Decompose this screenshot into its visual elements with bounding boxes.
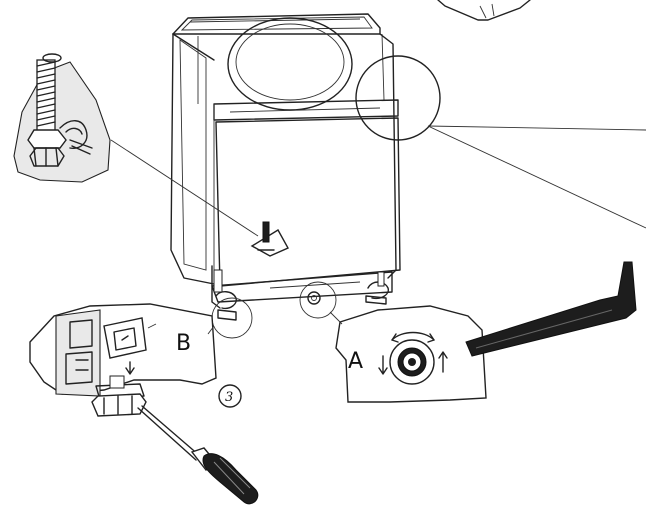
cropped-box-top-right (437, 0, 531, 21)
rotation-arrows-icon (378, 331, 448, 385)
allen-key-icon (465, 261, 637, 357)
callout-label-a: A (348, 349, 363, 374)
callout-circle-a-source (299, 281, 337, 319)
leader-line-a (329, 311, 343, 325)
leader-line-b (207, 325, 215, 335)
leader-line-screw (110, 139, 259, 237)
detail-panel-b: B (29, 303, 217, 417)
center-adjuster (307, 291, 321, 305)
front-adjuster-screw (250, 221, 289, 257)
adjustable-foot-detail (13, 53, 111, 183)
detail-circle-top (355, 55, 646, 229)
callout-label-b: B (176, 331, 191, 356)
rear-foot-left (211, 265, 237, 321)
dishwasher-appliance (170, 13, 401, 303)
step-number-badge: 3 (218, 384, 242, 408)
detail-panel-a: A (335, 305, 487, 403)
adjustable-foot-icon (27, 53, 93, 167)
rear-foot-right (365, 271, 389, 305)
screwdriver-icon (137, 405, 259, 505)
step-number: 3 (225, 390, 233, 405)
